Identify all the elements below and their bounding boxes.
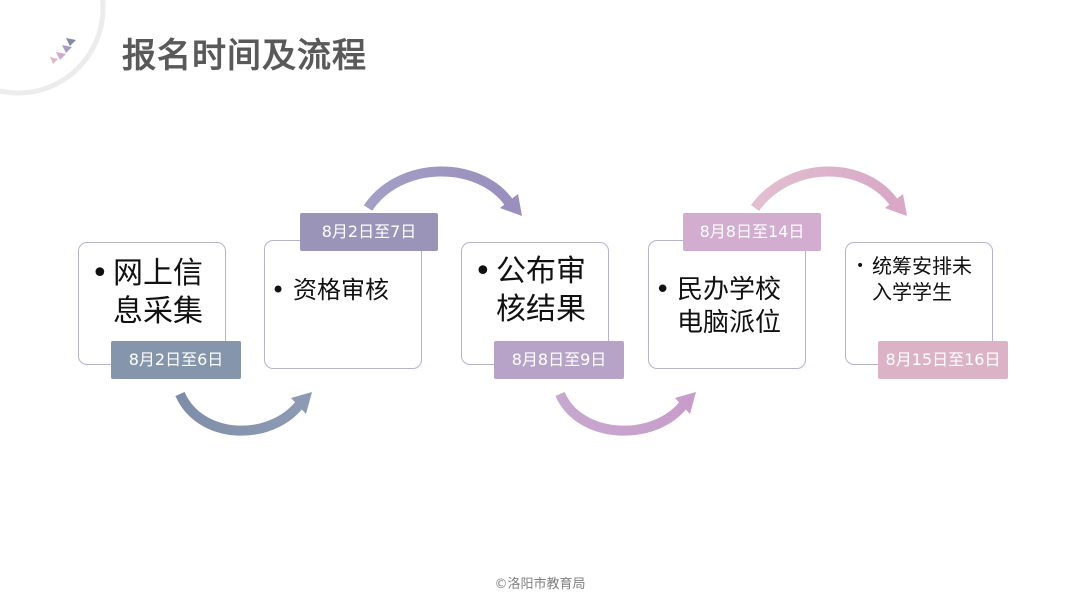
step-4-box: 民办学校 电脑派位 [648, 240, 806, 369]
step-4-line-1: 民办学校 [677, 275, 782, 305]
copyright-footer: ©洛阳市教育局 [494, 577, 586, 592]
corner-decoration [0, 0, 106, 96]
step-2-text: 资格审核 [271, 274, 389, 306]
arrow-3 [555, 391, 688, 436]
step-5-date-tag: 8月15日至16日 [878, 341, 1008, 379]
flag-icon [62, 45, 72, 53]
step-1-date-tag: 8月2日至6日 [111, 341, 241, 379]
step-1-line-2: 息采集 [113, 294, 203, 329]
flag-icon [56, 52, 66, 60]
step-4-text: 民办学校 电脑派位 [655, 274, 782, 340]
step-3-text: 公布审 核结果 [474, 253, 586, 329]
arrow-2 [363, 166, 515, 211]
step-5-line-1: 统筹安排未 [872, 254, 972, 278]
flag-icon [50, 57, 58, 64]
step-2-box: 资格审核 [264, 240, 422, 369]
page-title: 报名时间及流程 [122, 36, 367, 76]
step-4-date-tag: 8月8日至14日 [683, 213, 821, 251]
step-1-line-1: 网上信 [113, 256, 203, 291]
arrow-head-1 [291, 392, 312, 414]
step-2-date-tag: 8月2日至7日 [300, 213, 438, 251]
flag-icon [66, 38, 76, 46]
step-3-date-tag: 8月8日至9日 [494, 341, 624, 379]
arrow-head-4 [885, 194, 907, 216]
step-5-text: 统筹安排未 入学学生 [856, 253, 972, 305]
step-1-text: 网上信 息采集 [91, 255, 203, 331]
arrow-head-3 [675, 392, 696, 414]
step-5-line-2: 入学学生 [872, 280, 952, 304]
step-3-line-2: 核结果 [496, 292, 586, 327]
arrow-head-2 [500, 194, 522, 216]
step-3-line-1: 公布审 [496, 254, 586, 289]
arrow-4 [750, 166, 900, 212]
step-4-line-2: 电脑派位 [677, 308, 782, 338]
arrow-1 [175, 391, 304, 436]
